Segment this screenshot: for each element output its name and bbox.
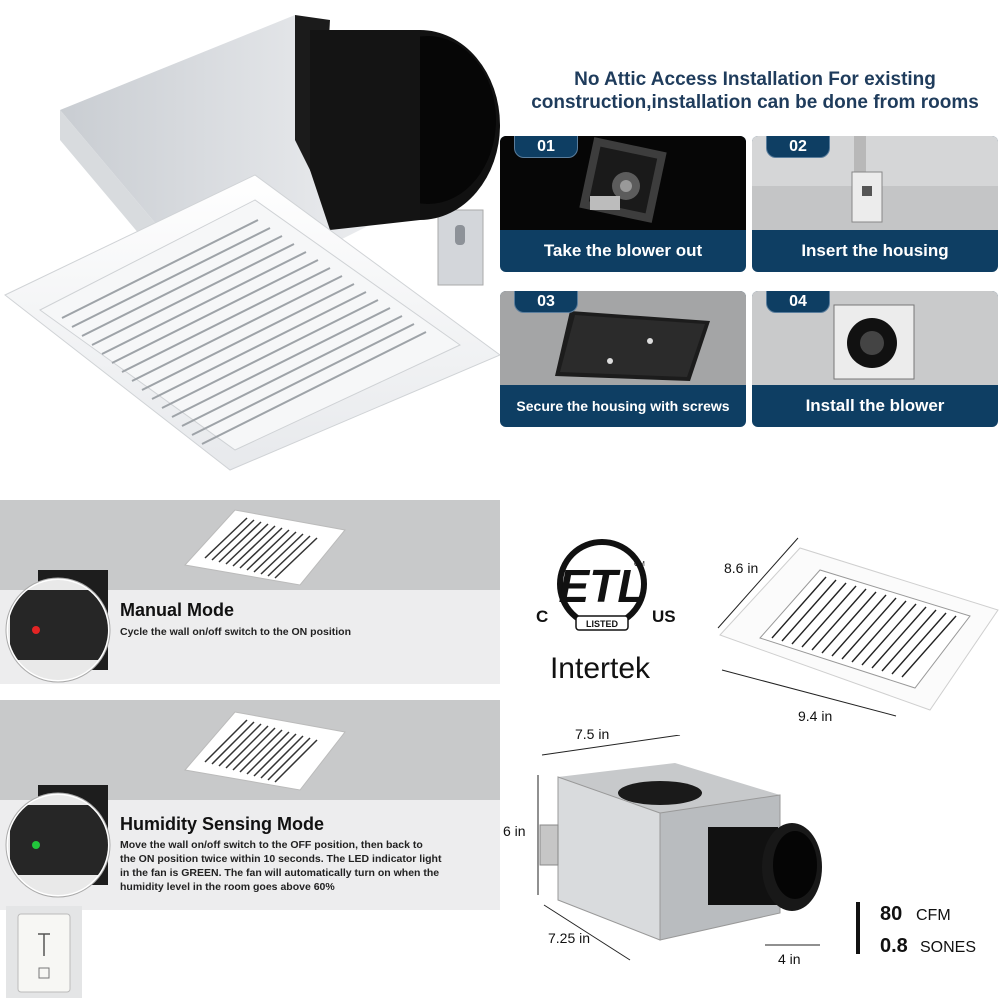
step-4-number: 04: [766, 291, 830, 313]
etl-listed-mark: ETL LISTED CM C US Intertek: [536, 539, 676, 685]
sones-value: 0.8: [880, 935, 908, 957]
step-card-2: 02 Insert the housing: [752, 136, 998, 272]
step-1-number: 01: [514, 136, 578, 158]
manual-mode-scene: [0, 500, 500, 684]
step-card-4: 04 Install the blower: [752, 291, 998, 427]
fan-product-image: [4, 15, 500, 471]
install-title-line1: No Attic Access Installation For existin…: [574, 69, 936, 90]
housing-width-label: 7.5 in: [575, 726, 610, 742]
etl-c-text: C: [536, 607, 548, 626]
manual-mode-title: Manual Mode: [120, 600, 235, 620]
cfm-unit: CFM: [916, 907, 951, 924]
humidity-desc-line: Move the wall on/off switch to the OFF p…: [120, 839, 423, 851]
step-3-label: Secure the housing with screws: [516, 398, 730, 414]
grille-dimension-diagram: [717, 537, 999, 717]
grille-depth-label: 8.6 in: [724, 560, 759, 576]
step-card-3: 03 Secure the housing with screws: [500, 291, 746, 427]
etl-mark-text: ETL: [559, 560, 646, 612]
cfm-value: 80: [880, 903, 903, 925]
humidity-mode-panel: Humidity Sensing Mode Move the wall on/o…: [0, 700, 500, 1000]
step-4-label: Install the blower: [805, 396, 945, 415]
step-2-label: Insert the housing: [801, 241, 949, 260]
duct-size-label: 4 in: [778, 951, 801, 967]
etl-cm-text: CM: [634, 561, 645, 568]
install-title-line2: construction,installation can be done fr…: [531, 92, 979, 113]
humidity-mode-scene: [0, 700, 500, 910]
intertek-text: Intertek: [550, 652, 651, 685]
manual-mode-desc: Cycle the wall on/off switch to the ON p…: [120, 626, 352, 638]
step-3-photo: [500, 291, 746, 385]
sones-unit: SONES: [920, 939, 977, 956]
step-2-number: 02: [766, 136, 830, 158]
humidity-desc-line: humidity level in the room goes above 60…: [120, 881, 335, 893]
humidity-desc-line: in the fan is GREEN. The fan will automa…: [120, 867, 440, 879]
manual-mode-panel: Manual Mode Cycle the wall on/off switch…: [0, 500, 500, 684]
humidity-mode-desc: Move the wall on/off switch to the OFF p…: [120, 838, 441, 894]
step-card-1: 01 Take the blower out: [500, 136, 746, 272]
install-title: No Attic Access Installation For existin…: [510, 68, 1000, 114]
housing-depth-label: 7.25 in: [548, 930, 591, 946]
humidity-desc-line: the ON position twice within 10 seconds.…: [120, 853, 442, 865]
humidity-mode-title: Humidity Sensing Mode: [120, 814, 325, 834]
etl-us-text: US: [652, 607, 676, 626]
etl-listed-text: LISTED: [586, 619, 619, 629]
wall-switch-icon: [6, 906, 82, 998]
spec-divider: [856, 902, 860, 954]
housing-height-label: 6 in: [503, 823, 526, 839]
step-3-number: 03: [514, 291, 578, 313]
grille-width-label: 9.4 in: [798, 708, 833, 724]
step-1-label: Take the blower out: [543, 241, 703, 260]
housing-dimension-diagram: [537, 735, 822, 961]
